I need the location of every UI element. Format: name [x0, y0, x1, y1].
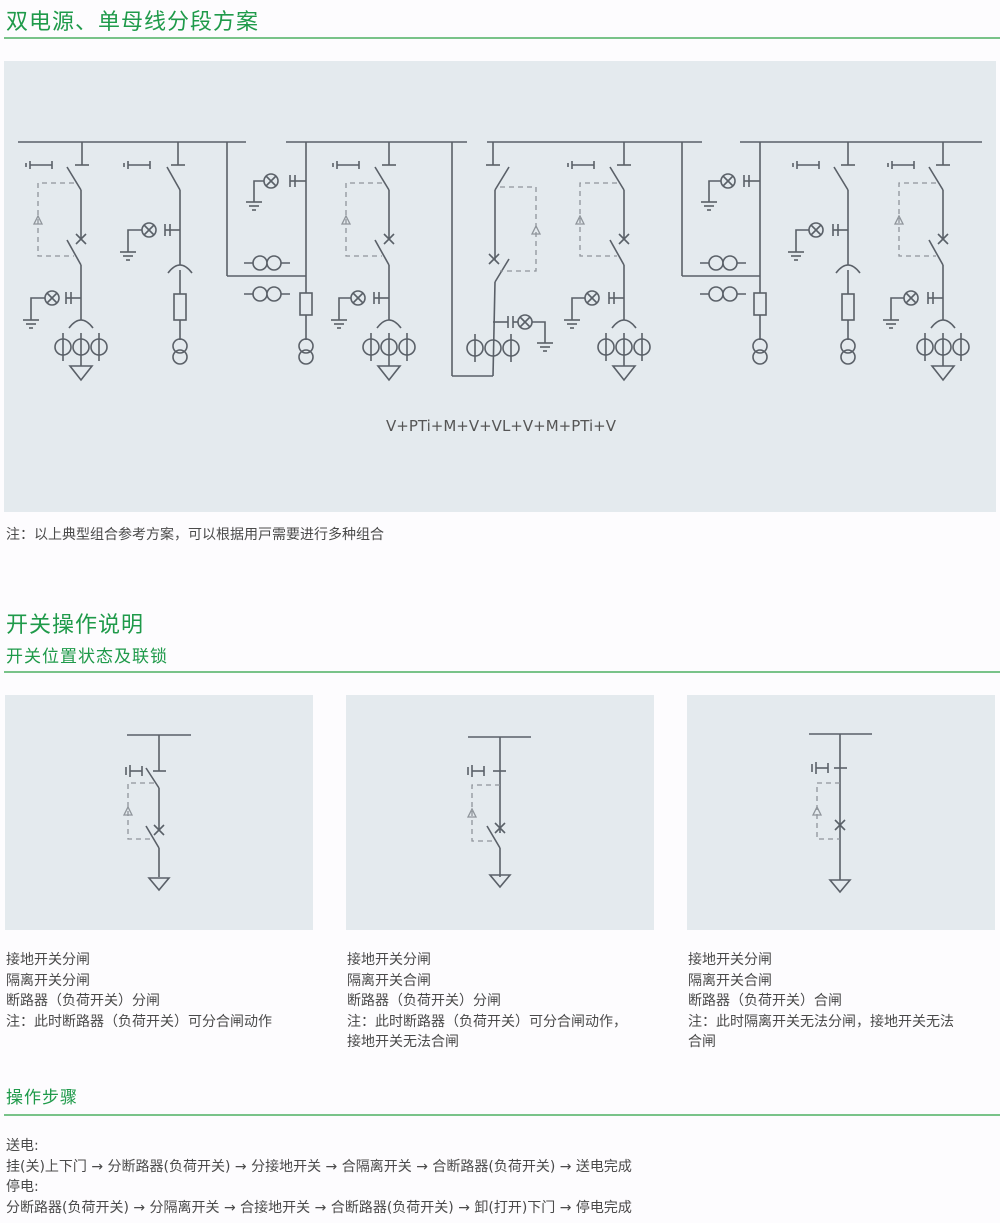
section-rule: [4, 37, 1000, 39]
single-line-diagram-panel: V+PTi+M+V+VL+V+M+PTi+V: [4, 61, 996, 512]
state-line: 断路器（负荷开关）合闸: [688, 993, 842, 1009]
switch-state-diagram-closed-open: [466, 736, 531, 889]
section-rule: [4, 1114, 1000, 1116]
section-title-dual-source: 双电源、单母线分段方案: [6, 10, 260, 35]
state-note: 注：此时隔离开关无法分闸，接地开关无法: [688, 1013, 954, 1030]
switch-state-diagram-open-open: [122, 734, 191, 892]
section-subtitle-switch-state: 开关位置状态及联锁: [6, 647, 168, 667]
operation-steps: 送电: 挂(关)上下门 → 分断路器(负荷开关) → 分接地开关 → 合隔离开关…: [6, 1136, 632, 1218]
state-line: 接地开关分闸: [347, 952, 431, 968]
switch-state-panel-2: [346, 695, 654, 930]
power-off-steps: 分断路器(负荷开关) → 分隔离开关 → 合接地开关 → 合断路器(负荷开关) …: [6, 1199, 632, 1216]
section-rule: [4, 671, 1000, 673]
section-title-operation-steps: 操作步骤: [6, 1088, 78, 1108]
power-on-label: 送电:: [6, 1138, 39, 1154]
power-off-label: 停电:: [6, 1179, 39, 1195]
switch-state-description-3: 接地开关分闸 隔离开关合闸 断路器（负荷开关）合闸 注：此时隔离开关无法分闸，接…: [688, 950, 954, 1053]
state-line: 隔离开关合闸: [688, 972, 772, 989]
switch-state-panel-1: [5, 695, 313, 930]
switch-state-diagram-closed-closed: [809, 733, 872, 894]
state-line: 接地开关分闸: [688, 952, 772, 968]
state-line: 隔离开关分闸: [6, 972, 90, 989]
state-note: 注：此时断路器（负荷开关）可分合闸动作: [6, 1013, 272, 1030]
state-note: 注：此时断路器（负荷开关）可分合闸动作，: [347, 1013, 627, 1030]
switch-state-panel-3: [687, 695, 995, 930]
state-note-cont: 接地开关无法合闸: [347, 1034, 459, 1050]
section-title-switch-operation: 开关操作说明: [6, 613, 145, 638]
switch-state-description-2: 接地开关分闸 隔离开关合闸 断路器（负荷开关）分闸 注：此时断路器（负荷开关）可…: [347, 950, 627, 1053]
single-line-diagram: [18, 141, 982, 381]
switch-state-description-1: 接地开关分闸 隔离开关分闸 断路器（负荷开关）分闸 注：此时断路器（负荷开关）可…: [6, 950, 272, 1032]
state-line: 断路器（负荷开关）分闸: [6, 993, 160, 1009]
scheme-note: 注：以上典型组合参考方案，可以根据用戸需要进行多种组合: [6, 527, 384, 543]
state-line: 接地开关分闸: [6, 952, 90, 968]
state-line: 隔离开关合闸: [347, 972, 431, 989]
power-on-steps: 挂(关)上下门 → 分断路器(负荷开关) → 分接地开关 → 合隔离开关 → 合…: [6, 1158, 632, 1175]
scheme-combination-label: V+PTi+M+V+VL+V+M+PTi+V: [386, 417, 616, 435]
state-note-cont: 合闸: [688, 1034, 716, 1050]
state-line: 断路器（负荷开关）分闸: [347, 993, 501, 1009]
